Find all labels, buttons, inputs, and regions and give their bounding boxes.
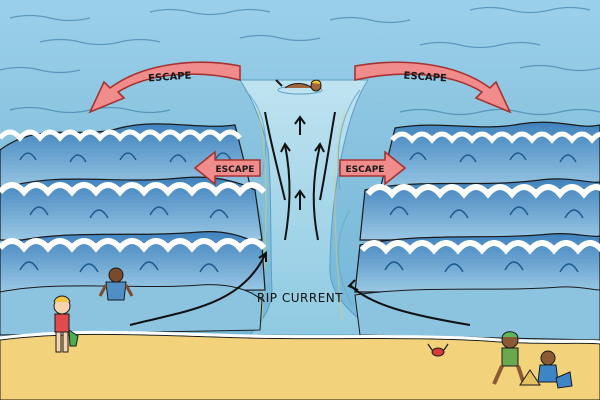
escape-arrow-mid-left — [193, 150, 261, 186]
escape-label-mid-left: ESCAPE — [216, 165, 255, 175]
child-in-water — [98, 267, 134, 301]
escape-label-mid-right: ESCAPE — [346, 165, 385, 175]
current-arrows — [264, 111, 336, 241]
escape-label-top-left: ESCAPE — [148, 70, 192, 84]
feeder-arrows — [129, 251, 471, 326]
escape-arrow-top-left — [88, 61, 241, 114]
far-ripples — [0, 6, 600, 116]
rip-swirls — [244, 89, 361, 321]
shoreline-foam — [0, 330, 600, 344]
swimmer — [275, 79, 323, 95]
waves-right — [354, 121, 600, 341]
escape-label-top-right: ESCAPE — [403, 71, 447, 85]
child-on-shore — [53, 295, 79, 353]
kids-sandcastle — [492, 331, 573, 389]
wave-curls — [19, 152, 584, 273]
crab — [427, 343, 449, 357]
beach-sand — [0, 333, 600, 400]
rip-current-label: RIP CURRENT — [257, 291, 343, 305]
escape-arrow-mid-right — [339, 150, 407, 186]
escape-arrow-top-right — [354, 61, 512, 114]
